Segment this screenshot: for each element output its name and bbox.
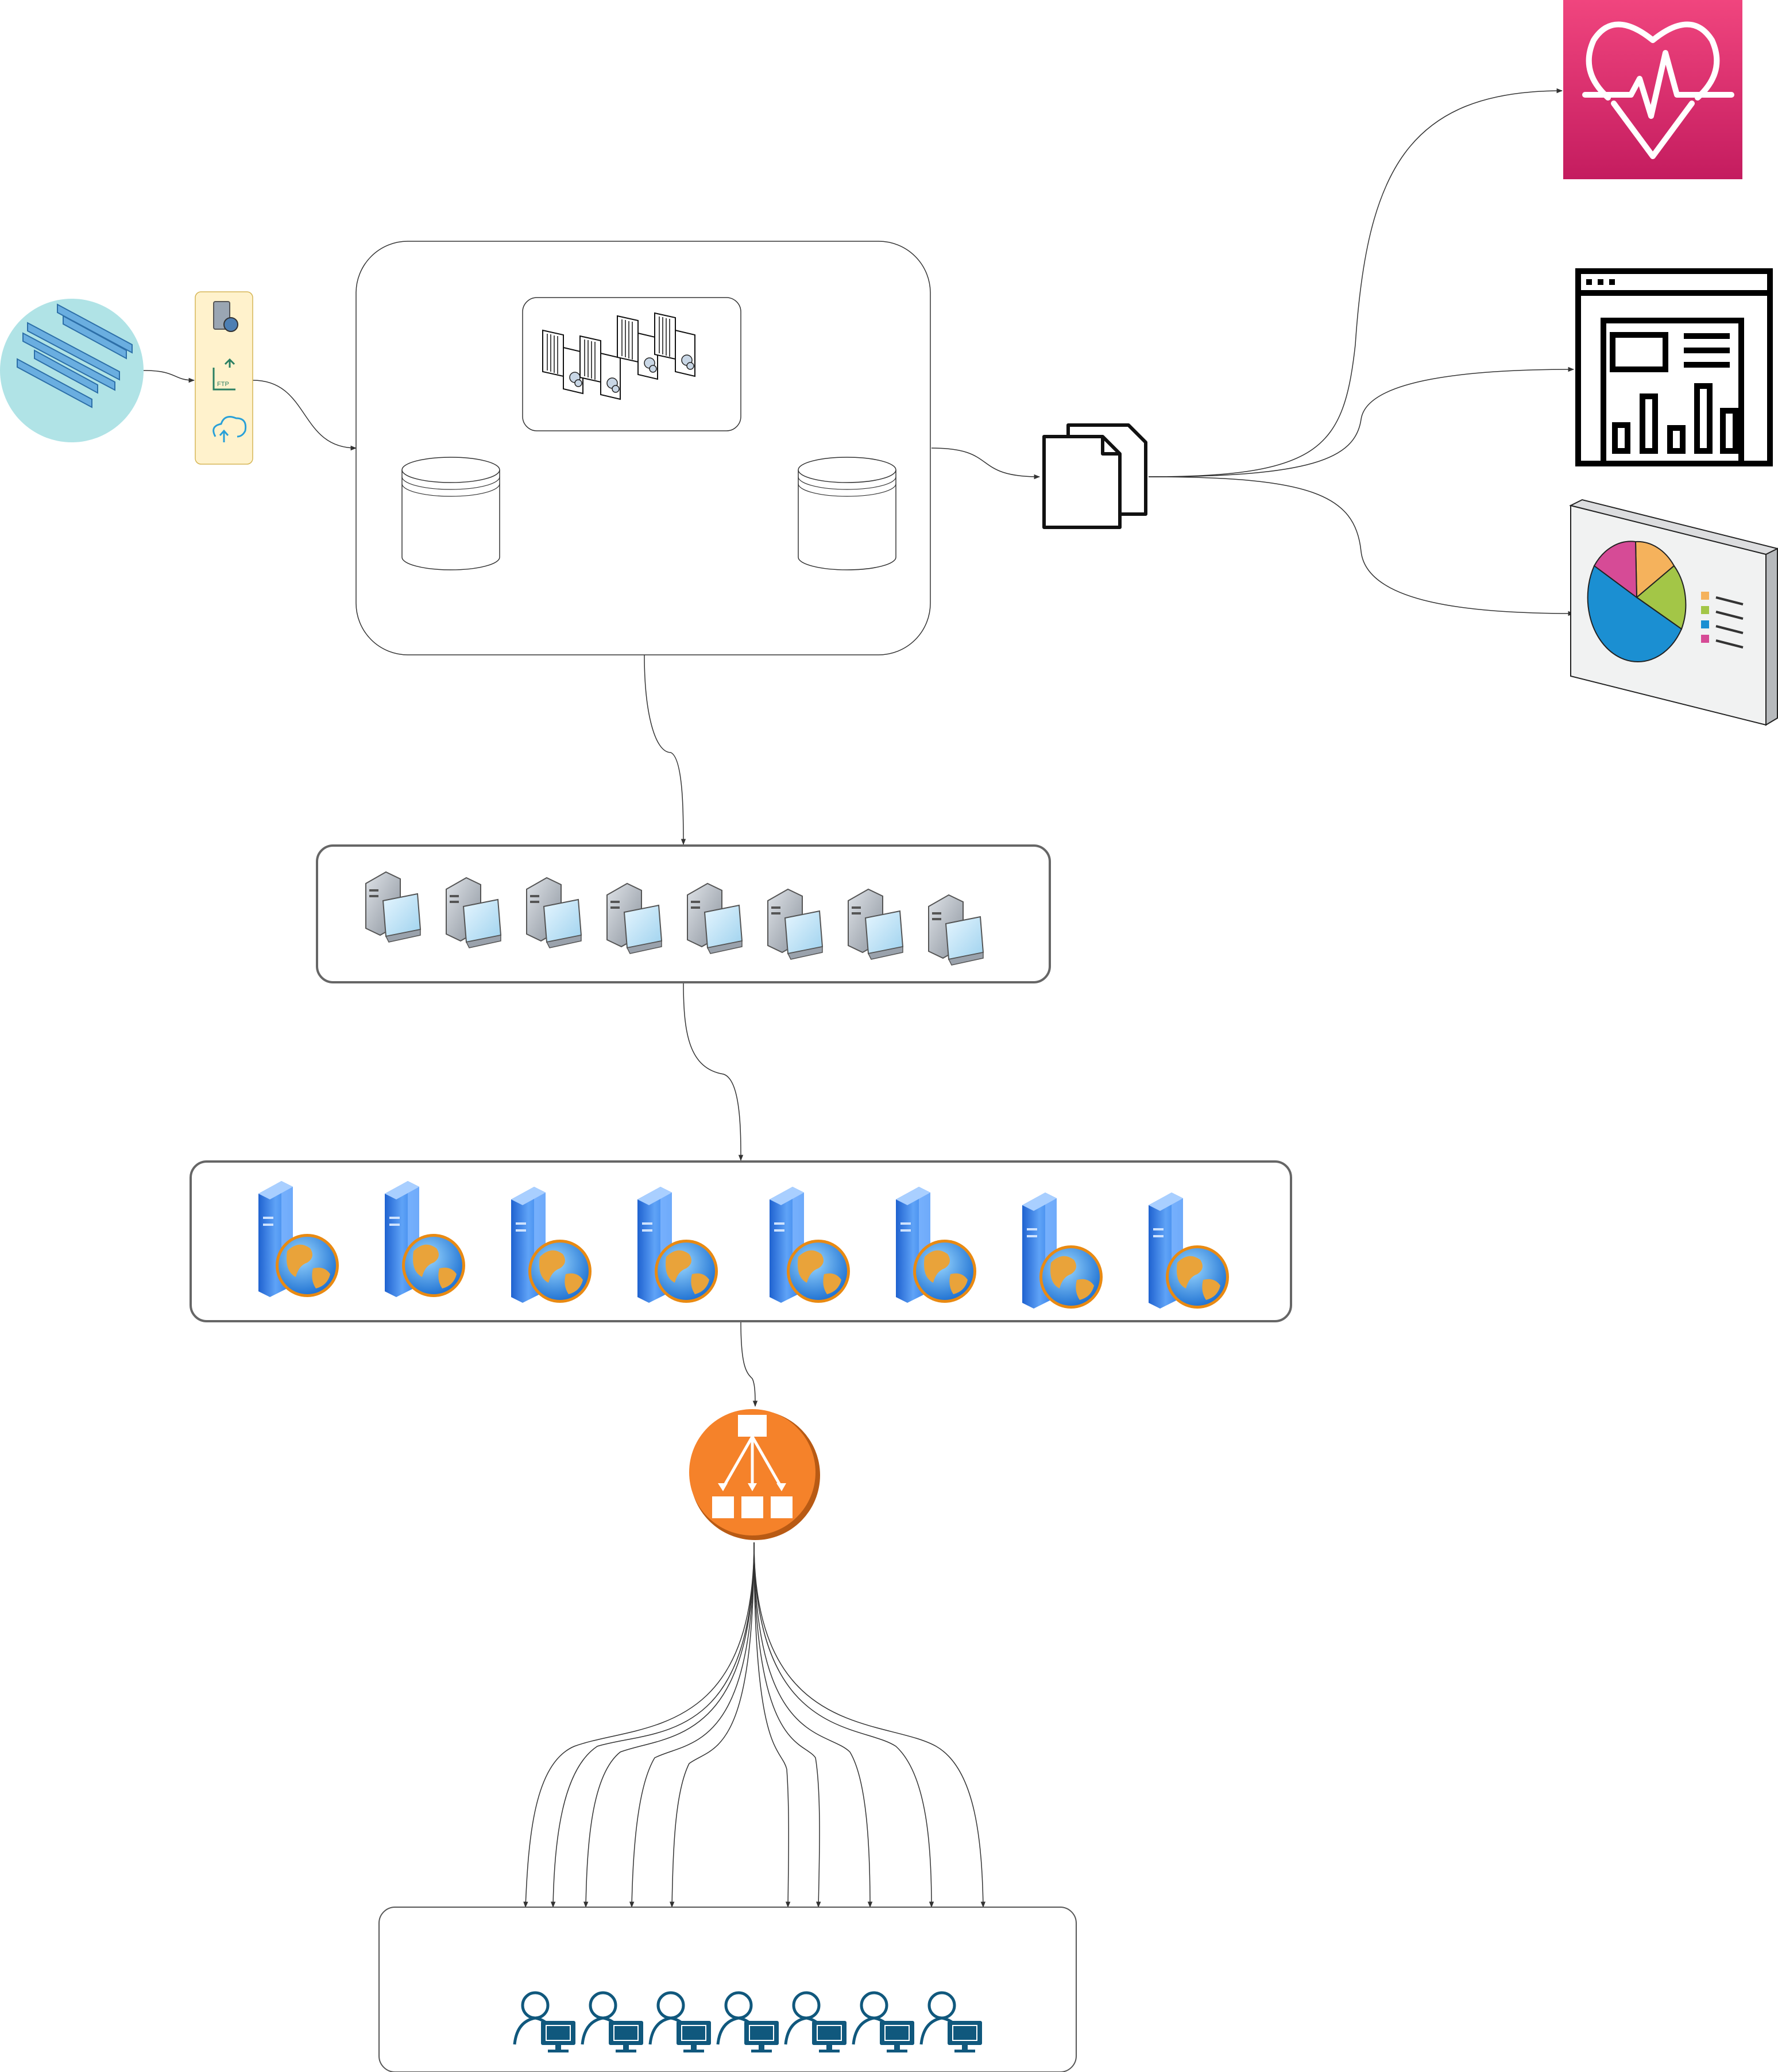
load-balancer[interactable] <box>689 1409 820 1540</box>
edge-etl-to-apptier <box>644 654 686 846</box>
web-server-tier[interactable] <box>190 1160 1292 1322</box>
app-server-tier[interactable] <box>316 844 1051 983</box>
edge-lb-to-users <box>523 1542 986 1908</box>
pie-chart-display-icon <box>1569 499 1778 726</box>
edge-docs-to-analytics <box>1148 476 1575 616</box>
edge-etl-to-documents <box>931 447 1041 480</box>
output-documents[interactable] <box>1042 423 1147 529</box>
report-dashboard[interactable] <box>1575 268 1773 466</box>
user-group[interactable] <box>378 1907 1077 2072</box>
edge-ingest-to-etl <box>252 380 357 451</box>
heartbeat-icon <box>1582 21 1734 159</box>
analytics-display[interactable] <box>1569 499 1778 726</box>
ingest-panel[interactable]: FTP <box>195 291 253 465</box>
edge-webtier-to-lb <box>740 1321 758 1407</box>
load-balancer-icon <box>712 1415 793 1518</box>
transform-jobs[interactable] <box>522 297 741 431</box>
ftp-upload-icon: FTP <box>212 358 235 391</box>
report-dashboard-icon <box>1575 268 1773 466</box>
edge-docs-to-health <box>1148 88 1563 477</box>
edge-sources-to-ingest <box>143 370 195 383</box>
data-sources[interactable] <box>0 299 144 442</box>
cloud-upload-icon <box>212 416 247 442</box>
svg-text:FTP: FTP <box>217 381 229 388</box>
etl-group[interactable] <box>355 241 931 655</box>
documents-icon <box>1042 423 1147 529</box>
server-rack-cluster-icon <box>17 303 133 408</box>
edge-apptier-to-webtier <box>683 982 744 1162</box>
health-monitor[interactable] <box>1563 0 1742 179</box>
source-database[interactable] <box>401 457 500 570</box>
target-database[interactable] <box>798 457 896 570</box>
database-server-icon <box>213 301 238 332</box>
edge-docs-to-report <box>1148 366 1575 477</box>
